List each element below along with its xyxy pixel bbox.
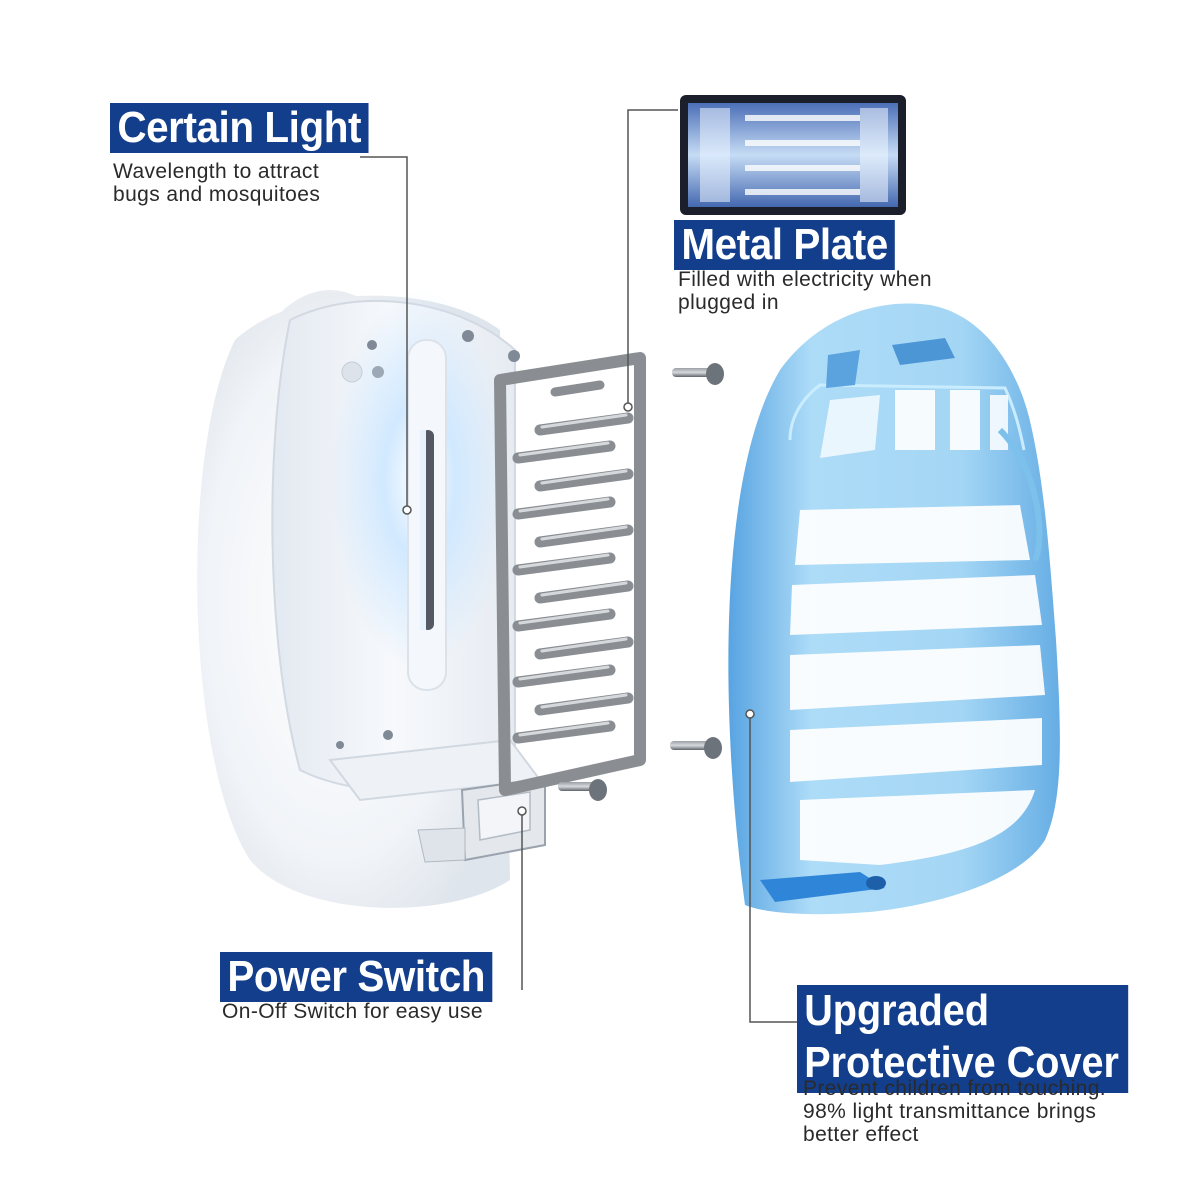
protective-cover-desc-line-2: 98% light transmittance brings — [803, 1100, 1097, 1123]
protective-cover-desc-line-3: better effect — [803, 1123, 919, 1146]
metal-plate-inset-image — [680, 95, 906, 215]
metal-plate-title: Metal Plate — [674, 220, 896, 270]
screws — [558, 363, 724, 801]
power-switch-desc-line-1: On-Off Switch for easy use — [222, 1000, 483, 1023]
metal-plate-desc-line-2: plugged in — [678, 291, 779, 314]
metal-plate-description: Filled with electricity when plugged in — [678, 268, 932, 314]
certain-light-description: Wavelength to attract bugs and mosquitoe… — [113, 160, 320, 206]
metal-plate-grid — [494, 352, 646, 796]
leader-lines — [360, 109, 797, 1023]
certain-light-title: Certain Light — [110, 103, 369, 153]
protective-cover-description: Prevent children from touching. 98% ligh… — [803, 1077, 1106, 1146]
power-switch-description: On-Off Switch for easy use — [222, 1000, 483, 1023]
protective-cover-desc-line-1: Prevent children from touching. — [803, 1077, 1107, 1100]
base-housing — [197, 290, 542, 908]
power-switch-title: Power Switch — [220, 952, 493, 1002]
protective-cover-title-line-2: Protective Cover — [804, 1038, 1119, 1087]
metal-plate-desc-line-1: Filled with electricity when — [678, 268, 932, 291]
certain-light-desc-line-2: bugs and mosquitoes — [113, 183, 321, 206]
protective-cover — [728, 303, 1060, 915]
protective-cover-title-line-1: Upgraded — [804, 986, 990, 1035]
protective-cover-title: Upgraded Protective Cover — [797, 985, 1128, 1093]
certain-light-desc-line-1: Wavelength to attract — [113, 160, 320, 183]
